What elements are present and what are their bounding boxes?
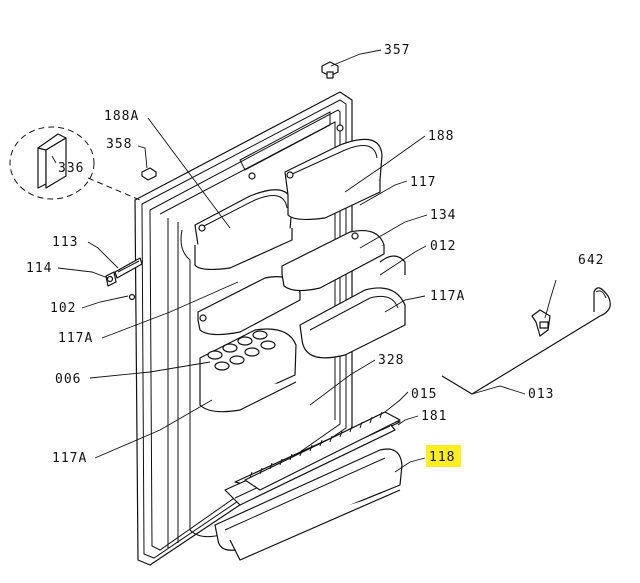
label-328: 328 [378,353,404,368]
label-118: 118 [429,450,455,465]
label-336: 336 [58,161,84,176]
screw-114 [105,271,117,287]
label-134: 134 [430,208,456,223]
flap-013 [441,287,611,395]
highlight-118 [426,445,461,467]
grille-strip [244,411,401,491]
label-113: 113 [52,235,78,250]
label-642: 642 [578,253,604,268]
tray-134 [281,229,385,292]
egg-tray-006 [199,328,297,413]
label-181: 181 [421,409,447,424]
leader-lines [51,49,557,473]
label-188: 188 [428,129,454,144]
screw-102 [128,293,136,301]
label-188a: 188A [104,109,139,124]
label-012: 012 [430,239,456,254]
hinge-357 [321,61,339,79]
label-013: 013 [528,387,554,402]
tray-117a-upper [197,276,301,336]
label-117: 117 [410,175,436,190]
shelf-188a [194,172,293,271]
part-labels: 357 188A 188 358 336 117 134 113 012 642… [26,43,604,466]
label-358: 358 [106,137,132,152]
label-114: 114 [26,261,52,276]
label-015: 015 [411,387,437,402]
label-102: 102 [50,301,76,316]
inset-336-detail [9,126,141,201]
handle-113 [114,257,143,279]
label-006: 006 [55,372,81,387]
label-117a-right: 117A [430,289,465,304]
shelf-188 [284,124,383,221]
clip-358 [141,167,157,181]
label-357: 357 [384,43,410,58]
label-117a-bottom: 117A [52,451,87,466]
label-117a-left: 117A [58,331,93,346]
